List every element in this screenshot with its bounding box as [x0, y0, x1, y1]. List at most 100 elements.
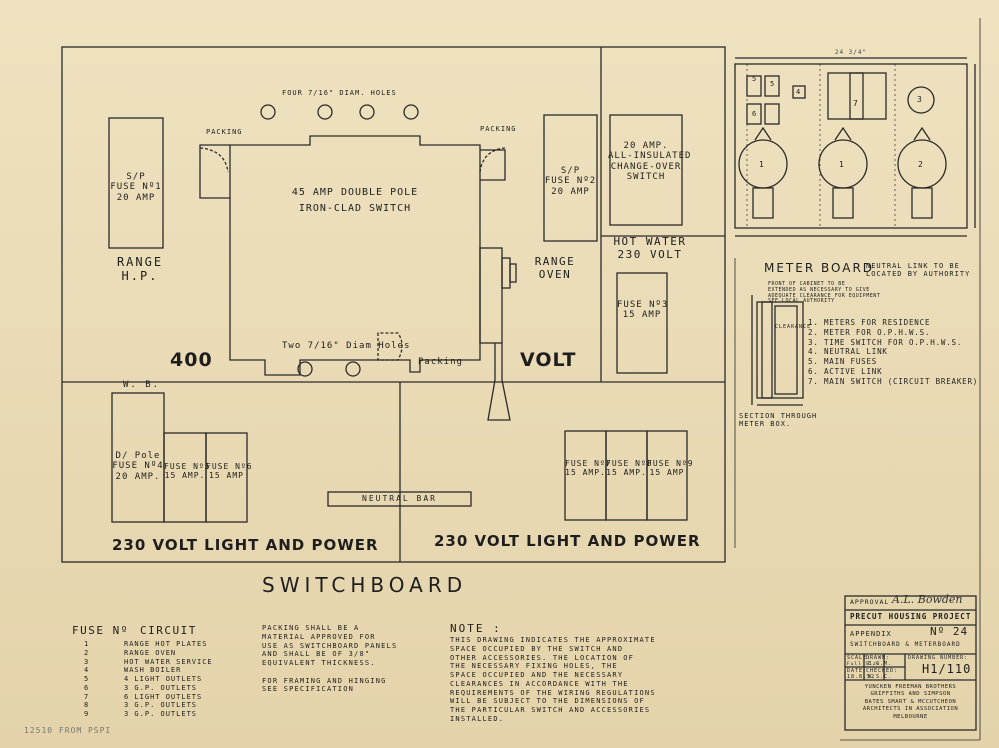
approval-signature: A.L. Bowden [892, 593, 963, 606]
fuse-6-label: FUSE Nº6 15 AMP [206, 462, 253, 481]
meter-legend-item: 2. METER FOR O.P.H.W.S. [808, 327, 931, 337]
meter-item-4: 4 [796, 88, 802, 96]
fuse-1-label: S/P FUSE Nº1 20 AMP [110, 172, 162, 203]
drawing-number-label: DRAWING NUMBER: [908, 655, 969, 661]
legend-fuse-number: 5 [84, 675, 90, 683]
fuse-7-label: FUSE Nº7 15 AMP. [565, 459, 612, 478]
meter-legend-item: 1. METERS FOR RESIDENCE [808, 318, 931, 327]
date-value: 18.8.52 [847, 674, 876, 680]
legend-fuse-number: 2 [84, 648, 90, 657]
clearance-label: CLEARANCE [775, 324, 812, 330]
drawing-number: H1/110 [922, 662, 972, 676]
project-name: PRECUT HOUSING PROJECT [850, 612, 972, 621]
fuse-4-label: D/ Pole FUSE Nº4 20 AMP. [112, 451, 164, 482]
legend-fuse-number: 8 [84, 701, 90, 710]
legend-fuse-header: FUSE Nº [72, 624, 129, 637]
meter-legend-item: 7. MAIN SWITCH (CIRCUIT BREAKER) [808, 376, 979, 386]
neutral-link-note: NEUTRAL LINK TO BE LOCATED BY AUTHORITY [866, 262, 971, 279]
packing-note: PACKING SHALL BE A MATERIAL APPROVED FOR… [262, 624, 398, 694]
meter-board-width-dim: 24 3/4" [834, 49, 868, 56]
top-holes-note: FOUR 7/16" DIAM. HOLES [282, 89, 397, 97]
drawing-subtitle: SWITCHBOARD & METERBOARD [850, 641, 961, 648]
fuse-9-label: FUSE Nº9 15 AMP [647, 459, 694, 478]
volt-label: VOLT [520, 349, 577, 371]
light-power-left-label: 230 VOLT LIGHT AND POWER [112, 536, 379, 554]
drawn-label: DRAWN: [866, 655, 891, 661]
legend-row: 3 HOT WATER SERVICE [84, 658, 213, 667]
legend-row: 7 6 LIGHT OUTLETS [84, 693, 213, 702]
section-meter-box-label: SECTION THROUGH METER BOX. [739, 412, 818, 429]
packing-left-label: PACKING [206, 128, 243, 136]
fuse-8-label: FUSE Nº8 15 AMP. [606, 459, 653, 478]
meter-legend-item: 5. MAIN FUSES [808, 357, 878, 366]
voltage-400-label: 400 [170, 349, 213, 371]
date-label: DATE: [847, 668, 868, 674]
meter-legend-item: 4. NEUTRAL LINK [808, 347, 888, 357]
range-hp-label: RANGE H.P. [116, 255, 164, 283]
legend-row: 5 4 LIGHT OUTLETS [84, 675, 213, 684]
legend-circuit: 3 G.P. OUTLETS [124, 701, 198, 710]
legend-fuse-number: 3 [84, 657, 90, 666]
neutral-bar-label: NEUTRAL BAR [362, 494, 437, 503]
legend-row: 8 3 G.P. OUTLETS [84, 701, 213, 710]
meter-legend-item: 3. TIME SWITCH FOR O.P.H.W.S. [808, 337, 963, 347]
legend-circuit: 3 G.P. OUTLETS [124, 710, 198, 718]
meter-item-3: 3 [917, 95, 923, 104]
legend-circuit: HOT WATER SERVICE [124, 657, 213, 666]
legend-circuit: 3 G.P. OUTLETS [124, 683, 198, 692]
note-body: THIS DRAWING INDICATES THE APPROXIMATE S… [450, 636, 656, 723]
packing-right-label: PACKING [480, 125, 517, 133]
packing-bottom-label: Packing [418, 357, 463, 367]
appendix-number: Nº 24 [930, 625, 969, 638]
meter-item-5: 5 [752, 75, 758, 83]
hot-water-label: HOT WATER 230 VOLT [613, 235, 687, 261]
legend-circuit: RANGE OVEN [124, 648, 177, 657]
approval-label: APPROVAL [850, 598, 890, 606]
legend-row: 6 3 G.P. OUTLETS [84, 684, 213, 693]
legend-fuse-number: 7 [84, 692, 90, 701]
changeover-switch-label: 20 AMP. ALL-INSULATED CHANGE-OVER SWITCH [608, 141, 692, 183]
legend-row: 4 WASH BOILER [84, 666, 213, 675]
checked-label: CHECKED: [866, 668, 899, 674]
architects-block: YUNCKEN FREEMAN BROTHERS GRIFFITHS AND S… [862, 684, 959, 720]
note-heading: NOTE : [450, 622, 502, 635]
meter-item-1b: 1 [839, 160, 845, 169]
drawing-title: SWITCHBOARD [262, 573, 468, 597]
main-switch-label: 45 AMP DOUBLE POLE IRON-CLAD SWITCH [291, 187, 419, 214]
legend-fuse-number: 4 [84, 666, 90, 675]
legend-circuit: 4 LIGHT OUTLETS [124, 675, 203, 683]
legend-row: 2 RANGE OVEN [84, 649, 213, 658]
fuse-3-label: FUSE Nº3 15 AMP [617, 300, 669, 321]
meter-board-title: METER BOARD [764, 261, 875, 275]
fuse-5-label: FUSE Nº5 15 AMP. [164, 462, 211, 481]
bottom-holes-note: Two 7/16" Diam Holes [282, 341, 411, 351]
appendix-label: APPENDIX [850, 630, 892, 638]
meter-item-2: 2 [918, 160, 924, 169]
legend-fuse-number: 6 [84, 683, 90, 692]
wash-boiler-label: W. B. [123, 380, 161, 390]
cabinet-front-note: FRONT OF CABINET TO BE EXTENDED AS NECES… [768, 281, 881, 305]
meter-legend-item: 6. ACTIVE LINK [808, 366, 883, 376]
legend-circuit-header: CIRCUIT [140, 624, 197, 637]
fuse-2-label: S/P FUSE Nº2 20 AMP [544, 166, 597, 197]
range-oven-label: RANGE OVEN [534, 255, 576, 281]
light-power-right-label: 230 VOLT LIGHT AND POWER [434, 532, 701, 550]
meter-item-5b: 5 [770, 80, 776, 88]
legend-circuit: RANGE HOT PLATES [124, 640, 208, 648]
drawn-value: E.C.M. [868, 661, 893, 667]
archive-reference: 12510 FROM PSPI [24, 726, 112, 735]
scale-label: SCALE: [847, 655, 872, 661]
legend-table: 1 RANGE HOT PLATES 2 RANGE OVEN 3 HOT WATER S… [84, 640, 213, 719]
legend-fuse-number: 1 [84, 640, 90, 648]
legend-row: 1 RANGE HOT PLATES [84, 640, 213, 649]
legend-circuit: WASH BOILER [124, 666, 182, 675]
meter-item-7: 7 [853, 99, 859, 108]
meter-item-6: 6 [752, 110, 758, 118]
legend-circuit: 6 LIGHT OUTLETS [124, 692, 203, 701]
meter-item-1a: 1 [759, 160, 765, 169]
scale-value: Full Size [847, 662, 881, 667]
